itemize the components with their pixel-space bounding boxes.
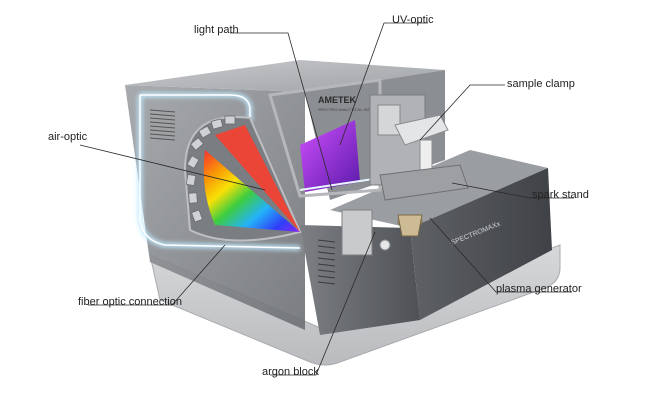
air-optic-spectrum (203, 150, 300, 232)
uv-optic-chamber (300, 120, 360, 192)
leader-argon-block (270, 231, 376, 376)
light-path-beam (299, 177, 381, 191)
ametek-logo: AMETEK SPECTRO ANALYTICAL INSTRUMENTS (318, 95, 393, 112)
svg-text:AMETEK: AMETEK (318, 95, 357, 105)
label-air-optic: air-optic (48, 131, 88, 143)
air-optic-spectrum-upper (215, 125, 300, 232)
leader-spark-stand (451, 182, 574, 199)
svg-text:SPECTRO ANALYTICAL INSTRUMENTS: SPECTRO ANALYTICAL INSTRUMENTS (318, 107, 393, 112)
leader-lines (79, 22, 574, 376)
leader-plasma-generator (429, 217, 572, 293)
leader-uv-optic (339, 22, 428, 146)
label-argon-block: argon block (262, 366, 319, 378)
uv-optic-frame (268, 78, 382, 198)
leader-air-optic (79, 144, 266, 191)
detector-array (185, 115, 236, 223)
label-spark-stand: spark stand (532, 189, 589, 201)
vent-grille-front (317, 239, 336, 285)
leader-sample-clamp (419, 84, 505, 141)
label-fiber-optic-connection: fiber optic connection (78, 296, 182, 308)
label-light-path: light path (194, 24, 239, 36)
label-sample-clamp: sample clamp (507, 78, 575, 90)
front-housing-front (300, 225, 420, 335)
front-housing-side (410, 168, 552, 320)
vent-grille-left (149, 109, 176, 141)
fiber-core-path (139, 94, 301, 249)
spark-stand-assembly (341, 94, 469, 256)
leader-fiber-optic (88, 244, 226, 306)
leader-light-path (230, 32, 333, 191)
label-uv-optic: UV-optic (392, 14, 434, 26)
label-plasma-generator: plasma generator (496, 283, 582, 295)
housing-top-face (125, 60, 445, 92)
base-plinth (149, 244, 561, 366)
